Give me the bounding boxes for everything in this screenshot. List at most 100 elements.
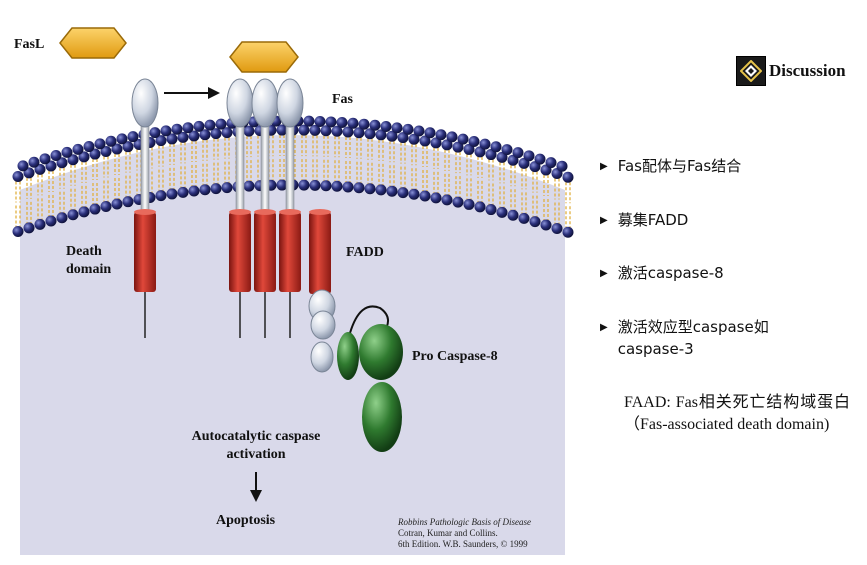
lipid-head-inner	[243, 180, 255, 192]
lipid-head-outer	[67, 154, 79, 166]
lipid-head-outer	[435, 129, 447, 141]
lipid-head-inner	[155, 190, 167, 202]
lipid-head-outer	[523, 150, 535, 162]
bullet-arrow-icon: ▶	[600, 322, 608, 333]
lipid-head-outer	[413, 125, 425, 137]
lipid-head-inner	[177, 186, 189, 198]
lipid-head-outer	[336, 117, 348, 129]
procaspase8-large-subunit-bottom	[362, 382, 402, 452]
fadd-middle-domain	[310, 310, 336, 340]
fas-extracellular-domain	[276, 78, 304, 128]
lipid-head-inner	[397, 187, 409, 199]
lipid-head-outer	[380, 120, 392, 132]
lipid-head-inner	[485, 204, 497, 216]
lipid-head-inner	[430, 192, 442, 204]
lipid-head-outer	[243, 125, 255, 137]
lipid-head-outer	[441, 139, 453, 151]
lipid-head-outer	[204, 119, 216, 131]
lipid-head-inner	[45, 215, 57, 227]
fas-pathway-diagram: FasL Fas Death domain FADD Pro Caspase-8…	[12, 27, 574, 555]
bullet-text: 激活效应型caspase如caspase-3	[617, 318, 769, 358]
lipid-head-outer	[160, 125, 172, 137]
lipid-head-inner	[386, 185, 398, 197]
death-domain-cap	[254, 209, 276, 215]
lipid-head-outer	[309, 124, 321, 136]
lipid-head-outer	[177, 131, 189, 143]
lipid-head-inner	[496, 206, 508, 218]
lipid-head-outer	[452, 141, 464, 153]
lipid-head-outer	[358, 118, 370, 130]
lipid-head-outer	[182, 122, 194, 134]
receptor-transmembrane-stalk	[285, 120, 295, 217]
procaspase8-large-subunit-top	[359, 324, 403, 380]
cytoplasm-region	[20, 135, 565, 555]
lipid-head-outer	[342, 126, 354, 138]
lipid-head-outer	[100, 145, 112, 157]
fadd-lower-domain	[310, 341, 334, 373]
lipid-head-outer	[12, 171, 24, 183]
lipid-head-inner	[331, 180, 343, 192]
binding-arrow-head	[208, 87, 220, 99]
bullet-text: Fas配体与Fas结合	[617, 157, 742, 175]
lipid-head-inner	[56, 212, 68, 224]
lipid-head-inner	[298, 179, 310, 191]
lipid-head-inner	[364, 183, 376, 195]
lipid-head-outer	[501, 144, 513, 156]
lipid-head-outer	[430, 137, 442, 149]
lipid-head-inner	[353, 182, 365, 194]
fas-death-domain	[279, 212, 301, 292]
bullet-item: ▶ 激活效应型caspase如caspase-3	[600, 316, 808, 360]
bullet-item: ▶ 激活caspase-8	[600, 262, 838, 285]
lipid-head-outer	[408, 133, 420, 145]
lipid-head-outer	[479, 138, 491, 150]
lipid-head-outer	[397, 132, 409, 144]
lipid-head-inner	[78, 206, 90, 218]
lipid-head-outer	[89, 148, 101, 160]
lipid-head-inner	[441, 194, 453, 206]
lipid-head-inner	[540, 219, 552, 231]
fas-death-domain	[134, 212, 156, 292]
bullet-item: ▶ Fas配体与Fas结合	[600, 155, 838, 178]
lipid-head-outer	[545, 157, 557, 169]
lipid-head-outer	[221, 127, 233, 139]
lipid-head-outer	[61, 146, 73, 158]
lipid-head-inner	[221, 182, 233, 194]
lipid-head-inner	[276, 179, 288, 191]
lipid-head-outer	[562, 171, 574, 183]
lipid-head-outer	[17, 160, 29, 172]
lipid-head-outer	[375, 129, 387, 141]
fasl-ligand-bound	[229, 41, 299, 73]
lipid-head-outer	[116, 133, 128, 145]
lipid-head-inner	[562, 226, 574, 238]
apoptosis-label: Apoptosis	[216, 513, 276, 528]
lipid-head-outer	[155, 135, 167, 147]
discussion-panel: Discussion ▶ Fas配体与Fas结合 ▶ 募集FADD ▶ 激活ca…	[580, 0, 867, 560]
bullet-arrow-icon: ▶	[600, 161, 608, 172]
lipid-head-outer	[166, 133, 178, 145]
lipid-head-outer	[457, 133, 469, 145]
bullet-item: ▶ 募集FADD	[600, 209, 838, 232]
lipid-head-outer	[105, 135, 117, 147]
receptor-transmembrane-stalk	[260, 120, 270, 217]
fas-extracellular-domain	[251, 78, 279, 128]
credit-edition: 6th Edition. W.B. Saunders, © 1999	[398, 539, 528, 549]
discussion-header: Discussion	[736, 56, 846, 86]
bullet-arrow-icon: ▶	[600, 215, 608, 226]
death-domain-cap	[229, 209, 251, 215]
lipid-head-outer	[171, 123, 183, 135]
fas-extracellular-domain	[226, 78, 254, 128]
fasl-label: FasL	[14, 37, 45, 52]
receptor-transmembrane-stalk	[235, 120, 245, 217]
lipid-head-outer	[534, 153, 546, 165]
lipid-head-outer	[353, 127, 365, 139]
lipid-head-inner	[34, 218, 46, 230]
lipid-head-outer	[463, 143, 475, 155]
fas-receptors	[131, 78, 331, 338]
lipid-head-outer	[122, 141, 134, 153]
pro-caspase8-label: Pro Caspase-8	[412, 349, 498, 364]
fas-death-domain	[254, 212, 276, 292]
credit-authors: Cotran, Kumar and Collins.	[398, 528, 498, 538]
lipid-head-outer	[193, 120, 205, 132]
fasl-ligand-free	[59, 27, 127, 59]
apoptosis-arrow-head	[250, 490, 262, 502]
